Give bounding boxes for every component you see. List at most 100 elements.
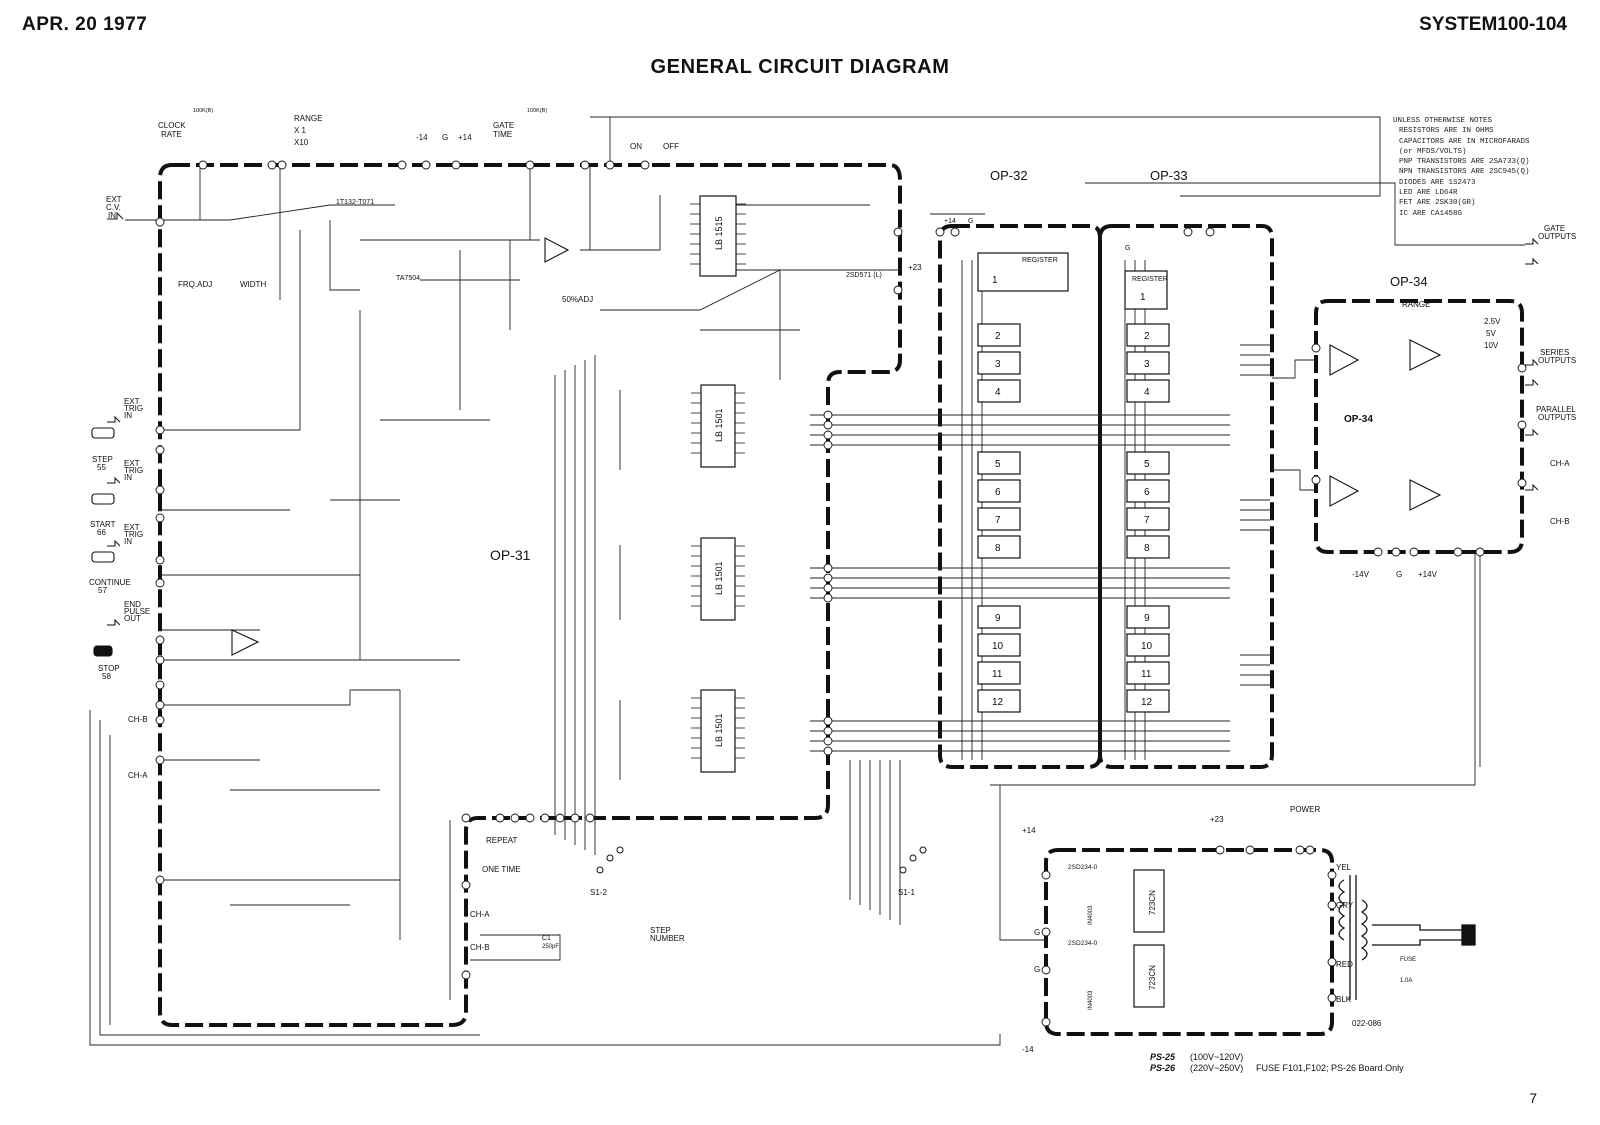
clock-rate-label-2: RATE xyxy=(161,130,182,139)
step-label: STEP xyxy=(92,455,113,464)
transformer-symbol xyxy=(1338,875,1476,1000)
notes-line: (or MFDS/VOLTS) xyxy=(1399,147,1467,156)
stop-label: STOP xyxy=(98,664,120,673)
ext-trig-in-2-label-2: TRIG xyxy=(124,466,143,475)
op-amp-symbols xyxy=(231,237,1442,656)
notes-line: IC ARE CA1458G xyxy=(1399,209,1463,218)
op33-cell-7: 7 xyxy=(1144,515,1150,526)
ic-lb1515-label: LB 1515 xyxy=(714,216,724,250)
op33-cell-1: 1 xyxy=(1140,292,1146,303)
op32-cell-9: 9 xyxy=(995,613,1001,624)
ext-trig-in-2-label-1: EXT xyxy=(124,459,140,468)
notes-line: CAPACITORS ARE IN MICROFARADS xyxy=(1399,137,1530,146)
gate-time-pot-value: 100K(B) xyxy=(527,108,547,114)
ext-trig-in-1-label-2: TRIG xyxy=(124,404,143,413)
op32-cell-1: 1 xyxy=(992,275,998,286)
switch-s1-1-label: S1-1 xyxy=(898,888,915,897)
led-off-label: OFF xyxy=(663,142,679,151)
ch-a-jack-label: CH-A xyxy=(128,771,148,780)
op34-ch-b-label: CH-B xyxy=(1550,517,1570,526)
op33-register-box xyxy=(1124,270,1168,310)
ext-trig-in-1-label-3: IN xyxy=(124,411,132,420)
width-label: WIDTH xyxy=(240,280,266,289)
q-2sd571-label: 2SD571 (L) xyxy=(846,272,882,279)
register-cells xyxy=(977,252,1170,713)
op33-cell-2: 2 xyxy=(1144,331,1150,342)
switch-s1-2-label: S1-2 xyxy=(590,888,607,897)
series-outputs-label-2: OUTPUTS xyxy=(1538,356,1576,365)
plus14-label: +14 xyxy=(458,133,472,142)
start-number: 66 xyxy=(97,528,106,537)
op32-cell-6: 6 xyxy=(995,487,1001,498)
gate-time-label-1: GATE xyxy=(493,121,514,130)
op32-cell-5: 5 xyxy=(995,459,1001,470)
q-2sd234-label-2: 2SD234-0 xyxy=(1068,940,1098,947)
clock-rate-pot-value: 100K(B) xyxy=(193,108,213,114)
op32-cell-8: 8 xyxy=(995,543,1001,554)
op32-register-label: REGISTER xyxy=(1022,257,1058,264)
power-minus14-label: -14 xyxy=(1022,1045,1034,1054)
op33-cell-5: 5 xyxy=(1144,459,1150,470)
op33-cell-3: 3 xyxy=(1144,359,1150,370)
stop-number: 58 xyxy=(102,672,111,681)
lead-yel-label: YEL xyxy=(1336,863,1352,872)
terminal-markers xyxy=(155,160,1527,1027)
gate-time-label-2: TIME xyxy=(493,130,512,139)
power-plus14-label: +14 xyxy=(1022,826,1036,835)
gate-outputs-label-1: GATE xyxy=(1544,224,1565,233)
ch-a-switch-label: CH-A xyxy=(470,910,490,919)
op31-board-label: OP-31 xyxy=(490,547,531,563)
diode-in4003-label-2: IN4003 xyxy=(1088,990,1094,1010)
ic-lb1501-c-label: LB 1501 xyxy=(714,713,724,747)
ch-b-switch-label: CH-B xyxy=(470,943,490,952)
rotary-switch-symbols xyxy=(596,846,927,874)
op33-cell-11: 11 xyxy=(1141,669,1152,680)
ext-trig-in-3-label-3: IN xyxy=(124,537,132,546)
ic-lb1501-b-label: LB 1501 xyxy=(714,561,724,595)
repeat-label: REPEAT xyxy=(486,836,518,845)
parallel-outputs-label-2: OUTPUTS xyxy=(1538,413,1576,422)
c1-label: C1 xyxy=(542,935,551,942)
op34-range-5v: 5V xyxy=(1486,329,1496,338)
continue-number: 57 xyxy=(98,586,107,595)
op32-cell-2: 2 xyxy=(995,331,1001,342)
notes-heading: UNLESS OTHERWISE NOTES xyxy=(1393,117,1493,125)
ps25-label: PS-25 xyxy=(1150,1052,1176,1062)
clock-rate-label-1: CLOCK xyxy=(158,121,186,130)
ic-723cn-a xyxy=(1133,869,1165,933)
c1-value: 250pF xyxy=(542,944,559,950)
op33-g-label: G xyxy=(1125,245,1130,252)
diode-in4003-label-1: IN4003 xyxy=(1088,905,1094,925)
op33-cell-4: 4 xyxy=(1144,387,1150,398)
date-label: APR. 20 1977 xyxy=(22,14,148,35)
range-label: RANGE xyxy=(294,114,322,123)
ic-lb1501-a xyxy=(700,384,736,468)
op32-cell-4: 4 xyxy=(995,387,1001,398)
op34-ch-a-label: CH-A xyxy=(1550,459,1570,468)
fuse-value: 1.0A xyxy=(1400,978,1412,984)
end-pulse-out-label-2: PULSE xyxy=(124,607,150,616)
ic-1t132-label: 1T132-T071 xyxy=(336,199,374,206)
ch-b-jack-label: CH-B xyxy=(128,715,148,724)
op34-board-outline xyxy=(1314,299,1524,554)
notes-line: NPN TRANSISTORS ARE 2SC945(Q) xyxy=(1399,168,1530,177)
power-board-outline xyxy=(1044,848,1334,1036)
ext-trig-in-2-label-3: IN xyxy=(124,473,132,482)
ic-lb1501-c xyxy=(700,689,736,773)
continue-label: CONTINUE xyxy=(89,578,131,587)
ic-lb1501-a-label: LB 1501 xyxy=(714,408,724,442)
op34-plus14v-label: +14V xyxy=(1418,570,1438,579)
op34-range-label: RANGE xyxy=(1402,300,1430,309)
page-number: 7 xyxy=(1529,1090,1537,1106)
ic-lb1515 xyxy=(699,195,737,277)
range-x1-label: X 1 xyxy=(294,126,307,135)
parallel-outputs-label-1: PARALLEL xyxy=(1536,405,1576,414)
plus23-label: +23 xyxy=(908,263,922,272)
power-switch-label: POWER xyxy=(1290,805,1320,814)
notes-line: FET ARE 2SK30(GR) xyxy=(1399,199,1476,208)
ps26-spec: (220V~250V) xyxy=(1190,1063,1243,1073)
jack-symbols xyxy=(107,211,1539,626)
op32-board-label: OP-32 xyxy=(990,168,1028,183)
led-on-label: ON xyxy=(630,142,642,151)
